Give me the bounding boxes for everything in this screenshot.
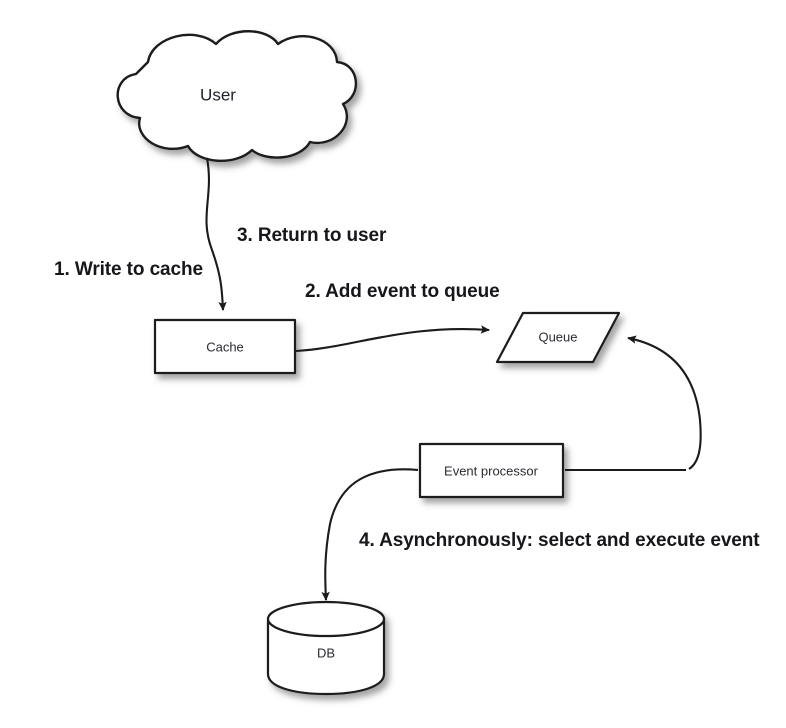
step-label-3: 3. Return to user [237, 225, 387, 246]
edge-user-to-cache [205, 157, 227, 311]
step-label-4: 4. Asynchronously: select and execute ev… [359, 530, 760, 551]
node-cache[interactable]: Cache [153, 318, 297, 375]
node-label-event-processor: Event processor [444, 463, 539, 478]
edge-cache-to-queue [295, 325, 490, 353]
node-label-cache: Cache [206, 339, 244, 354]
node-label-db: DB [317, 645, 335, 660]
node-event-processor[interactable]: Event processor [418, 442, 565, 499]
edge-event-processor-to-queue [627, 335, 702, 470]
edge-event-processor-to-db [321, 468, 419, 601]
step-label-1: 1. Write to cache [54, 259, 203, 280]
node-user[interactable]: User [116, 30, 358, 162]
node-label-user: User [200, 85, 236, 104]
step-label-2: 2. Add event to queue [305, 281, 500, 302]
node-queue[interactable]: Queue [495, 311, 621, 364]
node-label-queue: Queue [538, 329, 577, 344]
node-db[interactable]: DB [266, 600, 386, 696]
